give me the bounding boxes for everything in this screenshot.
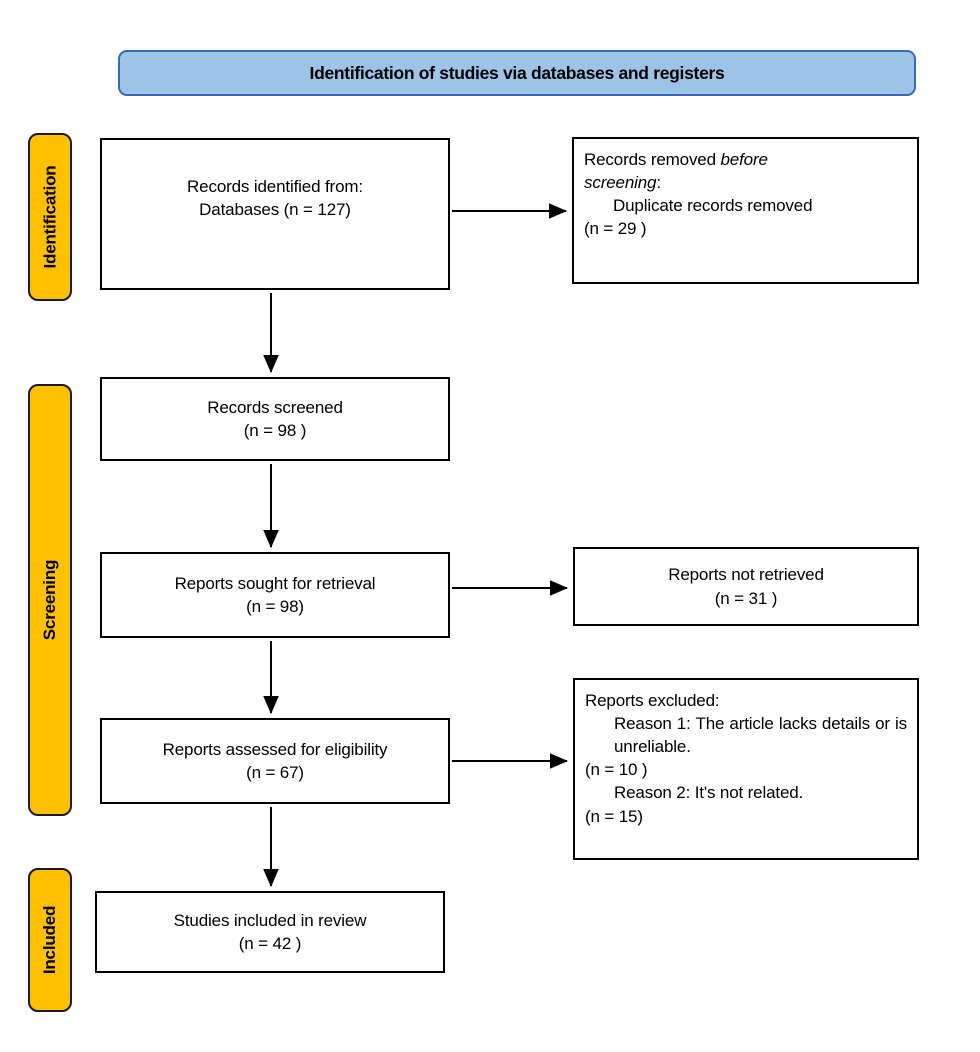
box-records-screened: Records screened (n = 98 ) [100, 377, 450, 461]
diagram-title: Identification of studies via databases … [309, 62, 725, 83]
reports-excluded-reason1-count: (n = 10 ) [585, 760, 648, 780]
reports-sought-line2: (n = 98) [246, 597, 304, 616]
box-studies-included-in-review: Studies included in review (n = 42 ) [95, 891, 445, 973]
reports-excluded-reason2: Reason 2: It's not related. [614, 783, 804, 803]
reports-not-retrieved-line1: Reports not retrieved [668, 565, 824, 585]
box-reports-not-retrieved: Reports not retrieved (n = 31 ) [573, 547, 919, 626]
reports-excluded-line1: Reports excluded: [585, 691, 720, 710]
reports-sought-line1: Reports sought for retrieval [174, 573, 376, 593]
records-identified-line2: Databases (n = 127) [199, 200, 351, 220]
box-records-removed-before-screening: Records removed before screening: Duplic… [572, 137, 919, 284]
studies-included-line1: Studies included in review [173, 910, 367, 930]
reports-assessed-line2: (n = 67) [246, 763, 304, 782]
records-screened-line1: Records screened [207, 397, 343, 417]
reports-assessed-line1: Reports assessed for eligibility [162, 739, 388, 759]
stage-tab-identification: Identification [28, 133, 72, 301]
stage-tab-screening-label: Screening [40, 559, 59, 641]
records-removed-line1-text: Records removed [584, 150, 721, 169]
studies-included-line2: (n = 42 ) [238, 934, 302, 953]
stage-tab-screening: Screening [28, 384, 72, 816]
records-removed-line4: (n = 29 ) [584, 219, 647, 239]
box-records-identified: Records identified from: Databases (n = … [100, 138, 450, 290]
box-reports-sought-for-retrieval: Reports sought for retrieval (n = 98) [100, 552, 450, 638]
box-reports-excluded: Reports excluded: Reason 1: The article … [573, 678, 919, 860]
records-removed-line3: Duplicate records removed [613, 196, 813, 216]
records-removed-line2: screening: [584, 171, 907, 194]
records-removed-line2-italic: screening [584, 173, 657, 193]
records-removed-line1-italic: before [720, 150, 768, 169]
reports-excluded-reason1: Reason 1: The article lacks details or i… [614, 714, 907, 757]
records-removed-line1: Records removed before [584, 148, 907, 171]
records-removed-line2-colon: : [656, 173, 661, 193]
stage-tab-included: Included [28, 868, 72, 1012]
reports-not-retrieved-line2: (n = 31 ) [714, 588, 778, 608]
records-screened-line2: (n = 98 ) [243, 421, 307, 440]
stage-tab-included-label: Included [40, 905, 60, 975]
box-reports-assessed-for-eligibility: Reports assessed for eligibility (n = 67… [100, 718, 450, 804]
reports-excluded-reason2-count: (n = 15) [585, 806, 643, 826]
records-identified-line1: Records identified from: [187, 177, 363, 196]
diagram-header-banner: Identification of studies via databases … [118, 50, 916, 96]
stage-tab-identification-label: Identification [40, 165, 60, 269]
